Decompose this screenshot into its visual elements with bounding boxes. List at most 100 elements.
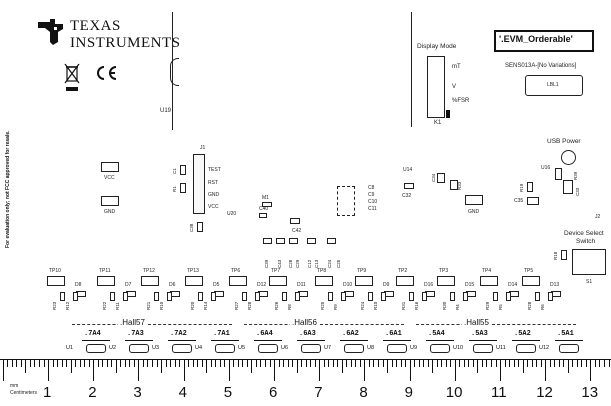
j1-pin-test: TEST [208,167,221,173]
evm-orderable-box [494,30,594,52]
test-point-label: TP9 [357,268,367,274]
hall-chip-bracket [254,340,282,344]
ruler-tick [387,359,388,373]
ruler-tick [201,359,203,367]
ruler-tick [368,359,370,367]
ruler-tick [477,359,479,373]
ruler-tick [337,359,339,367]
ruler-number: 5 [223,384,233,401]
ruler-number: 12 [536,384,553,401]
hall-chip-bracket [426,340,454,344]
resistor-label: R5 [498,304,503,310]
c39-label: C39 [264,259,269,268]
diode-label: D15 [465,282,475,288]
ruler-tick [576,359,578,367]
ruler-tick [106,359,108,367]
lbl1-label: LBL1 [547,82,559,88]
vcc-pad-label: VCC [104,175,115,181]
r39-label: R39 [573,171,578,180]
ruler-tick [161,359,162,373]
test-point-label: TP10 [49,268,61,274]
hall-chip-code: .6A4 [256,330,273,338]
test-point-pad[interactable] [47,276,65,286]
ruler-tick [427,359,429,367]
hall-chip-ref: U3 [152,345,160,351]
ruler-tick [328,359,330,367]
diode-label: D5 [213,282,220,288]
diode-label: D14 [508,282,518,288]
ruler-tick [423,359,425,367]
ruler-tick [287,359,289,367]
test-point-pad[interactable] [97,276,115,286]
c33-component [563,180,573,194]
test-point-pad[interactable] [480,276,498,286]
c8-c11-cluster [337,186,355,216]
display-mode-switch-marker [446,110,450,118]
j1-header[interactable] [193,154,205,214]
hall-sensor-chip [215,344,235,353]
resistor-label: R27 [234,301,239,310]
c28-component [289,238,298,244]
ruler-tick [102,359,104,367]
ruler-tick [274,359,275,381]
test-point-pad[interactable] [437,276,455,286]
ruler-tick [364,359,366,381]
ruler-number: 8 [359,384,368,401]
hall-chip-ref: U8 [367,345,375,351]
ruler-tick [432,359,434,373]
ruler-tick [115,359,117,373]
resistor-component [535,292,540,301]
test-point-pad[interactable] [141,276,159,286]
hall-chip-bracket [211,340,239,344]
hall-chip-code: .7A4 [84,330,101,338]
hall-chip-bracket [340,340,368,344]
diode-label: D6 [169,282,176,288]
resistor-component [282,292,287,301]
hall-sensor-chip [129,344,149,353]
ruler-tick [129,359,131,367]
ruler-tick [545,359,547,381]
resistor-label: R6 [540,304,545,310]
resistor-component [110,292,115,301]
ruler-tick [296,359,298,373]
test-point-pad[interactable] [229,276,247,286]
ruler-tick [359,359,361,367]
device-select-switch[interactable] [572,249,606,275]
vcc-pad[interactable] [101,162,119,172]
gnd-pad-right[interactable] [465,195,483,205]
test-point-label: TP12 [143,268,155,274]
ruler-number: 1 [43,384,52,401]
test-point-label: TP6 [231,268,241,274]
ruler-tick [310,359,312,367]
test-point-label: TP8 [317,268,327,274]
ti-logo-icon [38,19,63,45]
gnd-pad[interactable] [101,196,119,206]
ruler-tick [174,359,176,367]
hall-chip-ref: U6 [281,345,289,351]
hall-chip-bracket [125,340,153,344]
r1-label: R1 [172,186,177,192]
ruler-tick [111,359,113,367]
ruler-tick [472,359,474,367]
resistor-component [422,292,427,301]
j1-pin-vcc: VCC [208,204,219,210]
c42-label: C42 [292,228,302,234]
ruler-tick [332,359,334,367]
test-point-pad[interactable] [185,276,203,286]
c24-component [327,238,336,244]
test-point-pad[interactable] [522,276,540,286]
ruler-tick [124,359,126,367]
c32-component [404,183,414,189]
test-point-pad[interactable] [315,276,333,286]
c40-component [259,213,267,218]
test-point-pad[interactable] [355,276,373,286]
c12-component [307,238,316,244]
ruler-tick [11,359,13,367]
ruler-tick [188,359,190,367]
ruler-tick [563,359,565,367]
test-point-pad[interactable] [396,276,414,286]
display-mode-switch[interactable] [427,56,445,118]
test-point-pad[interactable] [269,276,287,286]
resistor-label: R30 [442,301,447,310]
